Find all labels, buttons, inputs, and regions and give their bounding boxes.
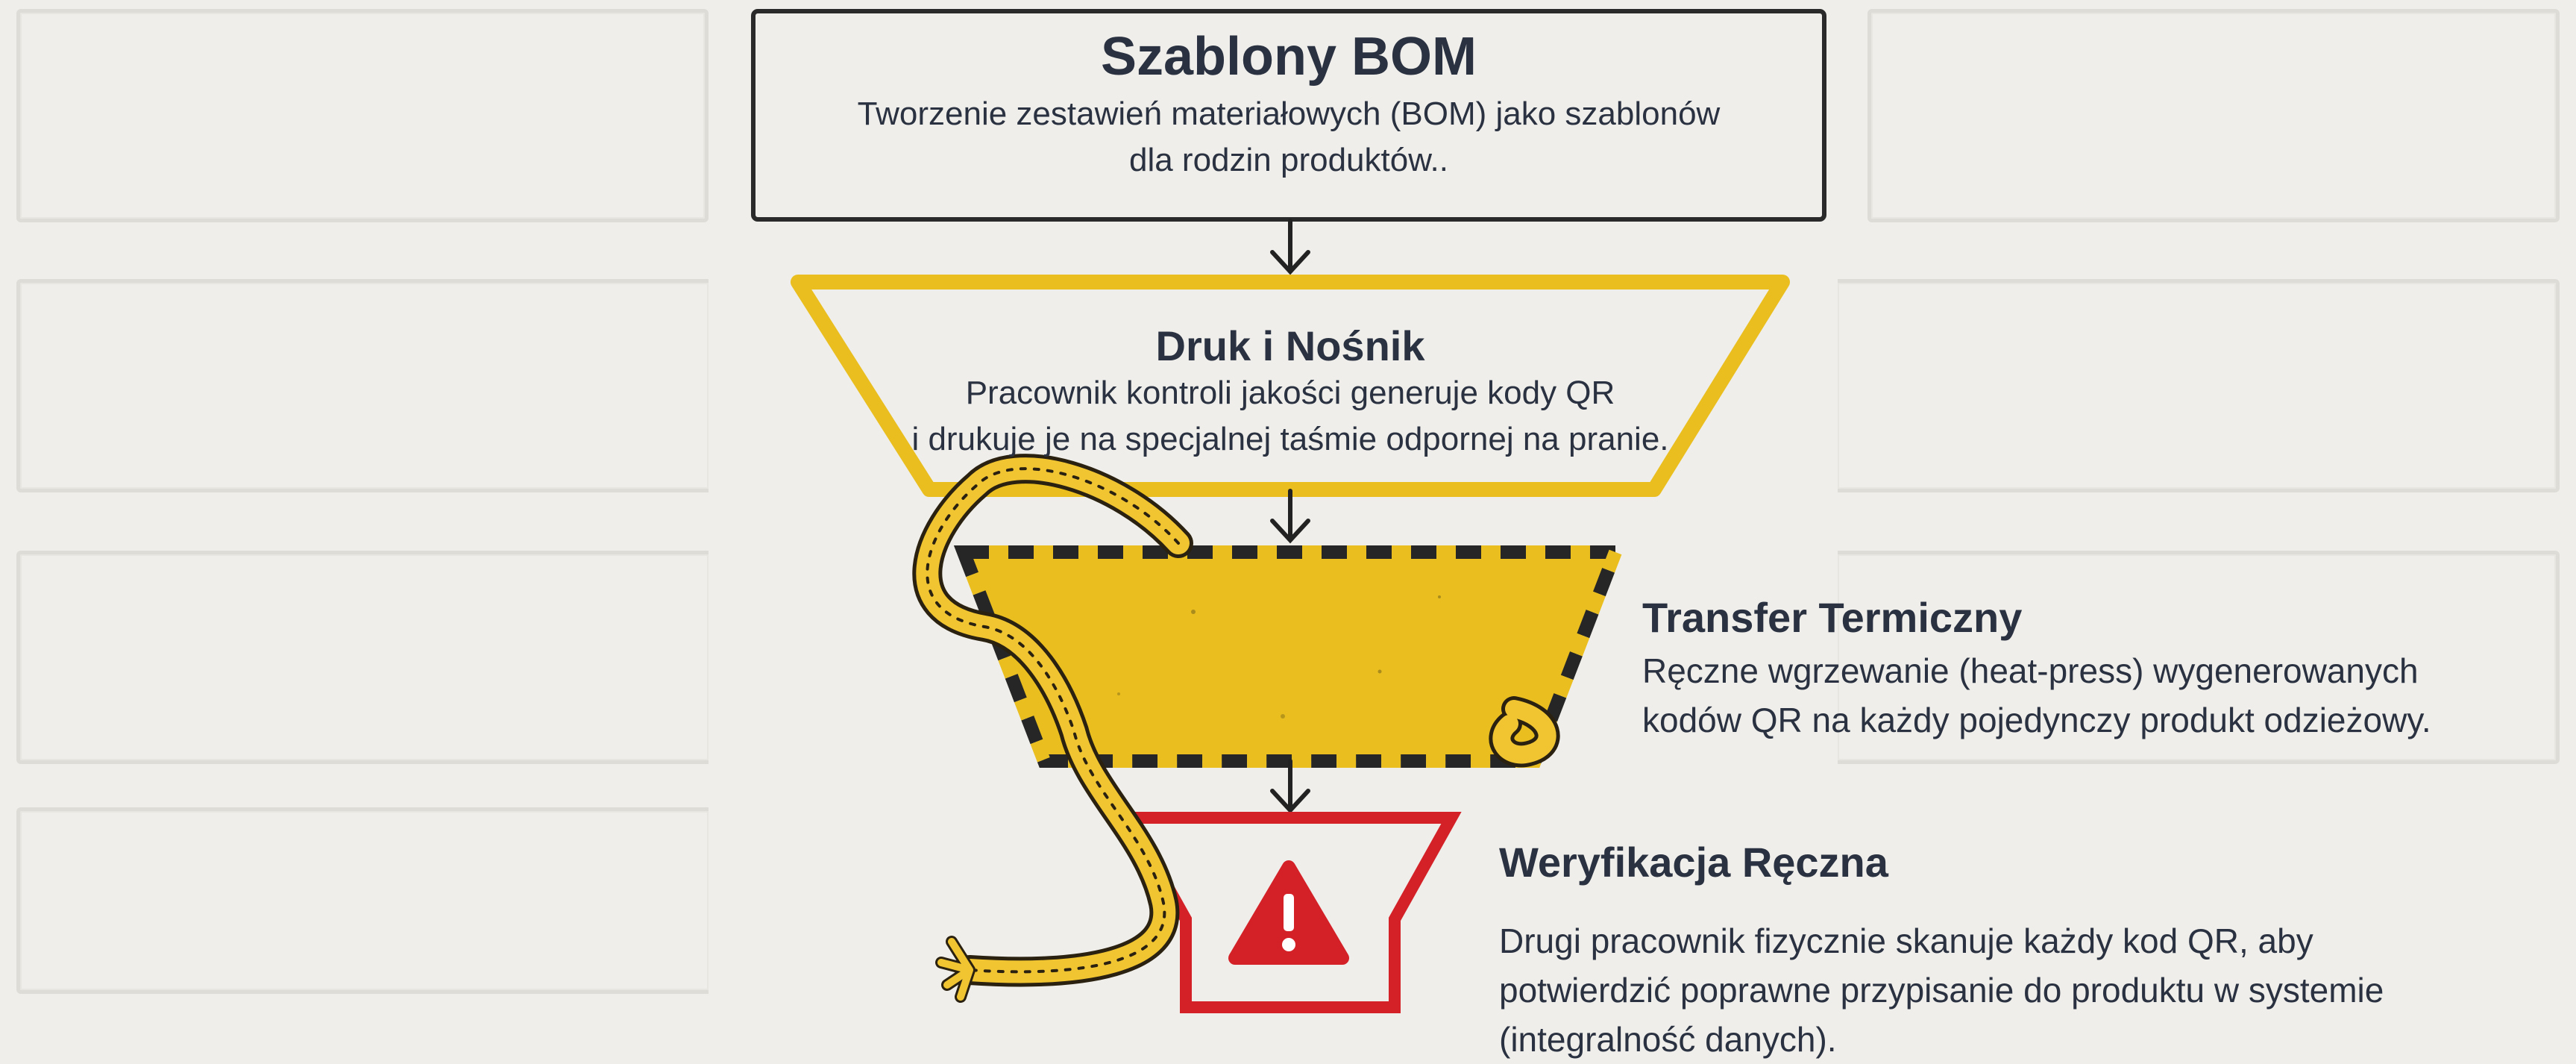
stage-1-text: Szablony BOM Tworzenie zestawień materia… <box>753 27 1824 184</box>
stage-2-desc-line1: Pracownik kontroli jakości generuje kody… <box>965 375 1615 411</box>
stage-1-desc-line1: Tworzenie zestawień materiałowych (BOM) … <box>857 96 1721 132</box>
placeholder-card-right-3 <box>1838 551 2560 764</box>
stage-2-desc-line2: i drukuje je na specjalnej taśmie odporn… <box>911 421 1669 457</box>
stage-1-desc-line2: dla rodzin produktów.. <box>1128 142 1449 178</box>
stage-4-text: Weryfikacja Ręczna Drugi pracownik fizyc… <box>1499 839 2558 1064</box>
placeholder-card-right-1 <box>1867 9 2560 222</box>
stage-1-title: Szablony BOM <box>1100 27 1477 87</box>
rope-icon <box>912 454 1560 1003</box>
stage-3-text: Transfer Termiczny Ręczne wgrzewanie (he… <box>1642 594 2552 745</box>
placeholder-card-left-2 <box>16 279 709 492</box>
stage-2-title: Druk i Nośnik <box>1155 322 1425 369</box>
stage-4-desc-line3: (integralność danych). <box>1499 1020 1837 1059</box>
stage-2-text: Druk i Nośnik Pracownik kontroli jakości… <box>828 322 1753 463</box>
stage-3-desc-line2: kodów QR na każdy pojedynczy produkt odz… <box>1642 701 2431 739</box>
stage-3-title: Transfer Termiczny <box>1642 594 2023 641</box>
warning-triangle-icon <box>1228 860 1349 965</box>
stage-4-title: Weryfikacja Ręczna <box>1499 839 1888 886</box>
placeholder-card-right-2 <box>1838 279 2560 492</box>
placeholder-card-left-3 <box>16 551 709 764</box>
stage-4-desc-line1: Drugi pracownik fizycznie skanuje każdy … <box>1499 921 2313 960</box>
arrow-down-icon <box>1270 219 1310 275</box>
arrow-down-icon <box>1270 489 1310 544</box>
arrow-down-icon <box>1270 759 1310 814</box>
stage-2-trapezoid <box>791 275 1790 497</box>
stage-3-desc-line1: Ręczne wgrzewanie (heat-press) wygenerow… <box>1642 651 2419 690</box>
placeholder-card-left-1 <box>16 9 709 222</box>
placeholder-card-left-4 <box>16 807 709 994</box>
stage-4-desc-line2: potwierdzić poprawne przypisanie do prod… <box>1499 971 2384 1010</box>
